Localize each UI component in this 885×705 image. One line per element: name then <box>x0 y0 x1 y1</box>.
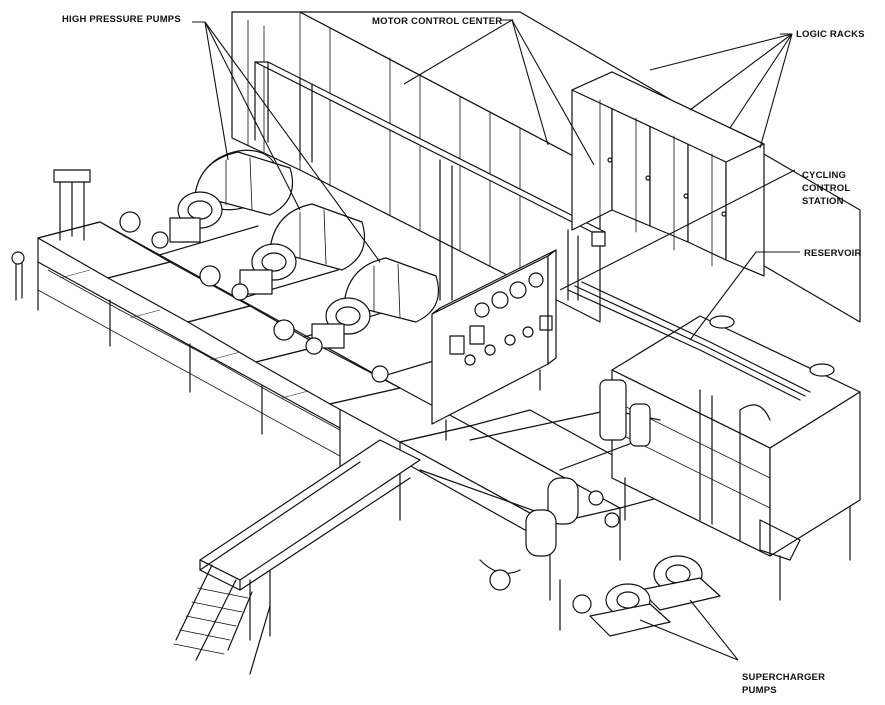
label-motor-control-center: MOTOR CONTROL CENTER <box>372 16 502 27</box>
overhead-cable-tray <box>254 61 606 301</box>
label-logic-racks: LOGIC RACKS <box>796 29 865 40</box>
callout-labels: HIGH PRESSURE PUMPS MOTOR CONTROL CENTER… <box>62 14 865 696</box>
label-reservoir: RESERVOIR <box>804 248 862 259</box>
callout-leaders <box>192 19 800 661</box>
label-cycling-control-line3: STATION <box>802 196 844 207</box>
high-pressure-pump-1 <box>169 149 294 243</box>
supercharger-pumps <box>559 555 721 637</box>
label-supercharger-line2: PUMPS <box>742 685 777 696</box>
cycling-control-station <box>431 249 557 441</box>
tread-plates <box>37 221 471 443</box>
pump-manifolds <box>11 169 389 383</box>
access-stairs <box>173 564 271 675</box>
access-walkway <box>199 439 421 641</box>
reservoir <box>611 315 861 601</box>
logic-racks <box>571 71 765 277</box>
label-high-pressure-pumps: HIGH PRESSURE PUMPS <box>62 14 181 25</box>
label-cycling-control-line1: CYCLING <box>802 170 846 181</box>
label-cycling-control-line2: CONTROL <box>802 183 850 194</box>
label-supercharger-line1: SUPERCHARGER <box>742 672 825 683</box>
filter-canisters <box>479 379 651 591</box>
hydraulic-piping <box>419 281 811 541</box>
